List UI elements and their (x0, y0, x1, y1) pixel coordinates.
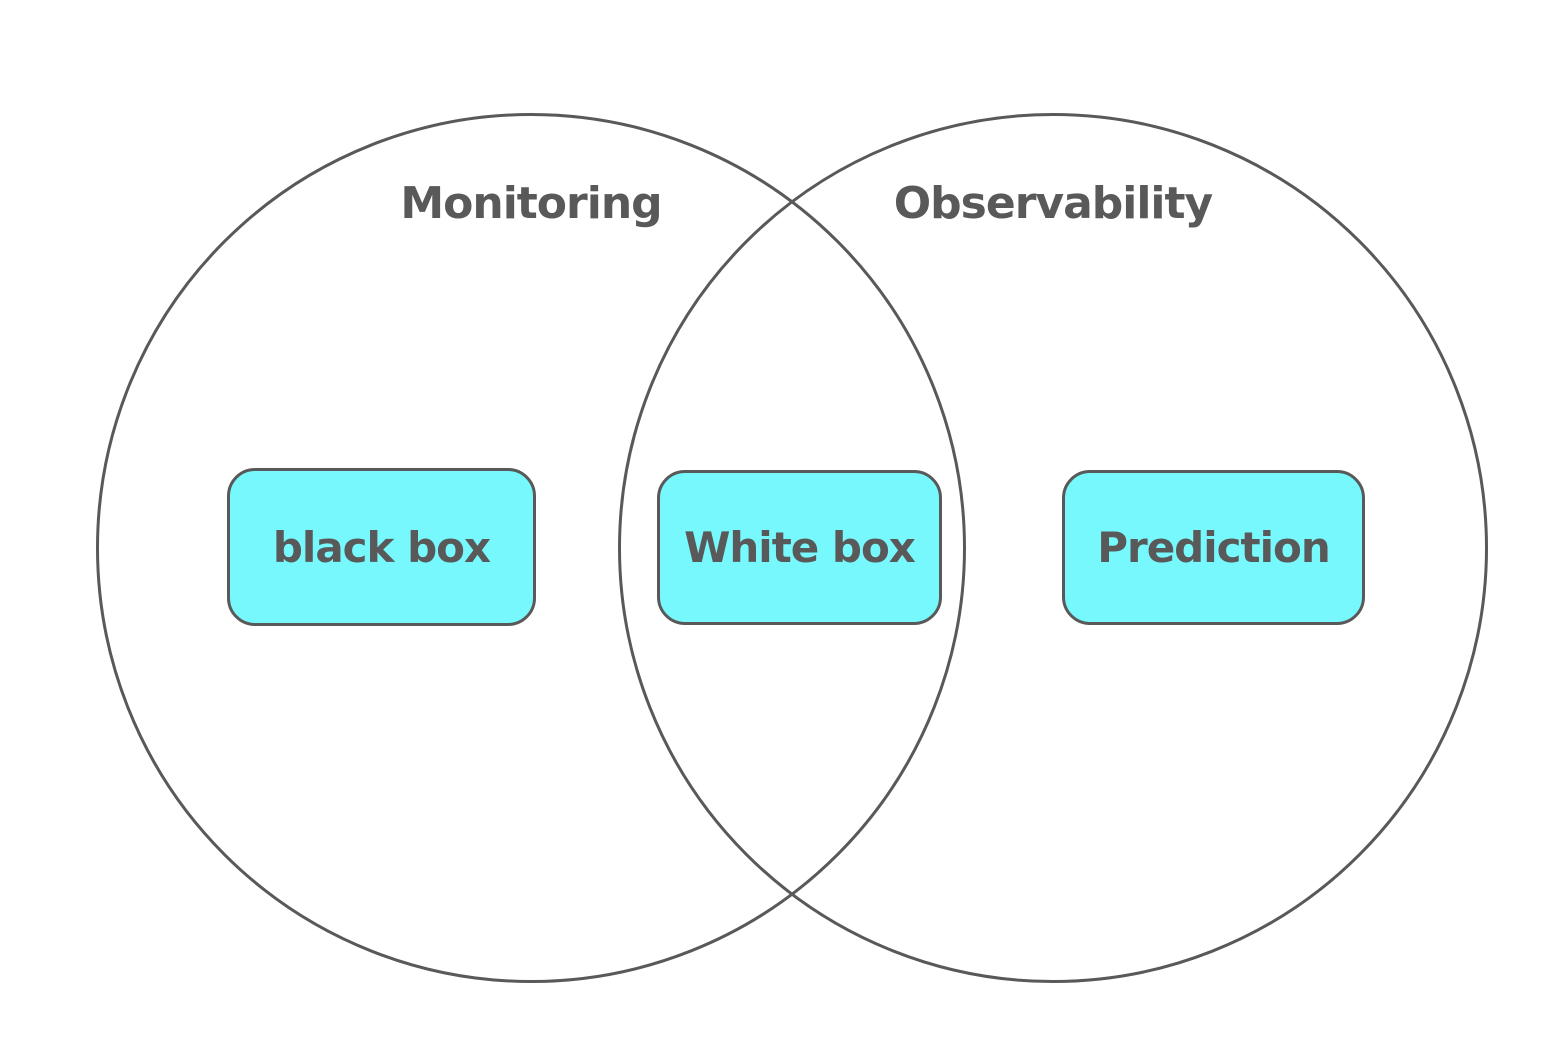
black-box-node-label: black box (272, 522, 491, 572)
prediction-node: Prediction (1062, 470, 1365, 625)
observability-circle-label: Observability (893, 178, 1213, 229)
black-box-node: black box (227, 468, 536, 626)
white-box-node: White box (657, 470, 942, 625)
white-box-node-label: White box (684, 523, 916, 572)
monitoring-circle-label: Monitoring (400, 178, 662, 229)
prediction-node-label: Prediction (1097, 523, 1331, 572)
observability-circle (618, 113, 1488, 983)
